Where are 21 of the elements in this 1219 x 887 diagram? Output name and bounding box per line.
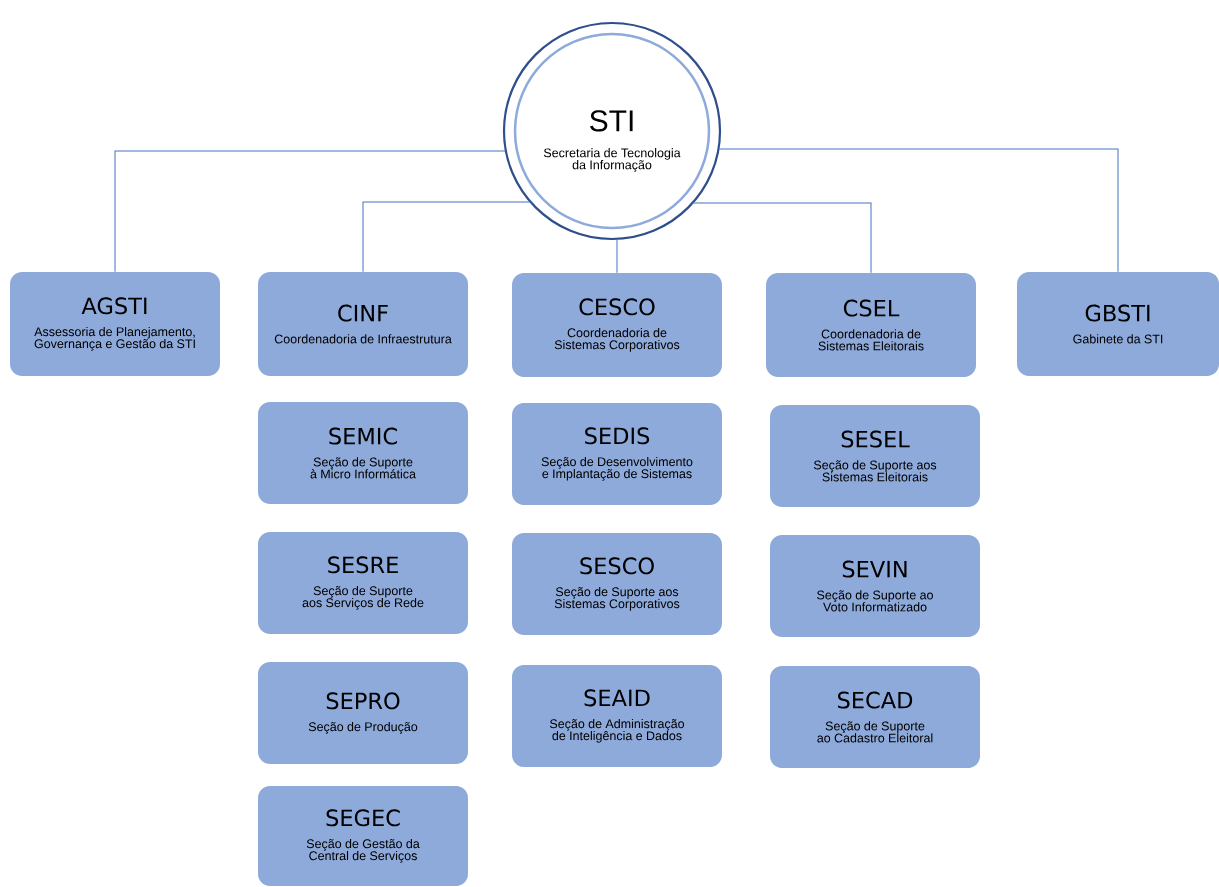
unit-box: SESCO Seção de Suporte aos Sistemas Corporativos: [512, 533, 722, 635]
unit-box: SESEL Seção de Suporte aos Sistemas Eleitorais: [770, 405, 980, 507]
unit-box: GBSTI Gabinete da STI: [1017, 272, 1219, 376]
circle-node: STI Secretaria de Tecnologia da Informação: [502, 21, 722, 241]
connector-line: [692, 202, 872, 274]
unit-box: SESRE Seção de Suporte aos Serviços de Rede: [258, 532, 468, 634]
connector-line: [616, 238, 618, 274]
unit-box: SEVIN Seção de Suporte ao Voto Informatizado: [770, 535, 980, 637]
unit-box: SEDIS Seção de Desenvolvimento e Implantação de Sistemas: [512, 403, 722, 505]
connector-line: [362, 201, 532, 273]
unit-box: SEGEC Seção de Gestão da Central de Serviços: [258, 786, 468, 886]
connector-line: [718, 148, 1119, 273]
unit-box: SECAD Seção de Suporte ao Cadastro Eleitoral: [770, 666, 980, 768]
unit-box: CINF Coordenadoria de Infraestrutura: [258, 272, 468, 376]
unit-box: AGSTI Assessoria de Planejamento, Governança e Gestão da STI: [10, 272, 220, 376]
unit-box: SEPRO Seção de Produção: [258, 662, 468, 764]
unit-box: SEAID Seção de Administração de Inteligência e Dados: [512, 665, 722, 767]
connector-line: [114, 150, 507, 273]
unit-box: CESCO Coordenadoria de Sistemas Corporativos: [512, 273, 722, 377]
unit-box: SEMIC Seção de Suporte à Micro Informática: [258, 402, 468, 504]
unit-box: CSEL Coordenadoria de Sistemas Eleitorais: [766, 273, 976, 377]
